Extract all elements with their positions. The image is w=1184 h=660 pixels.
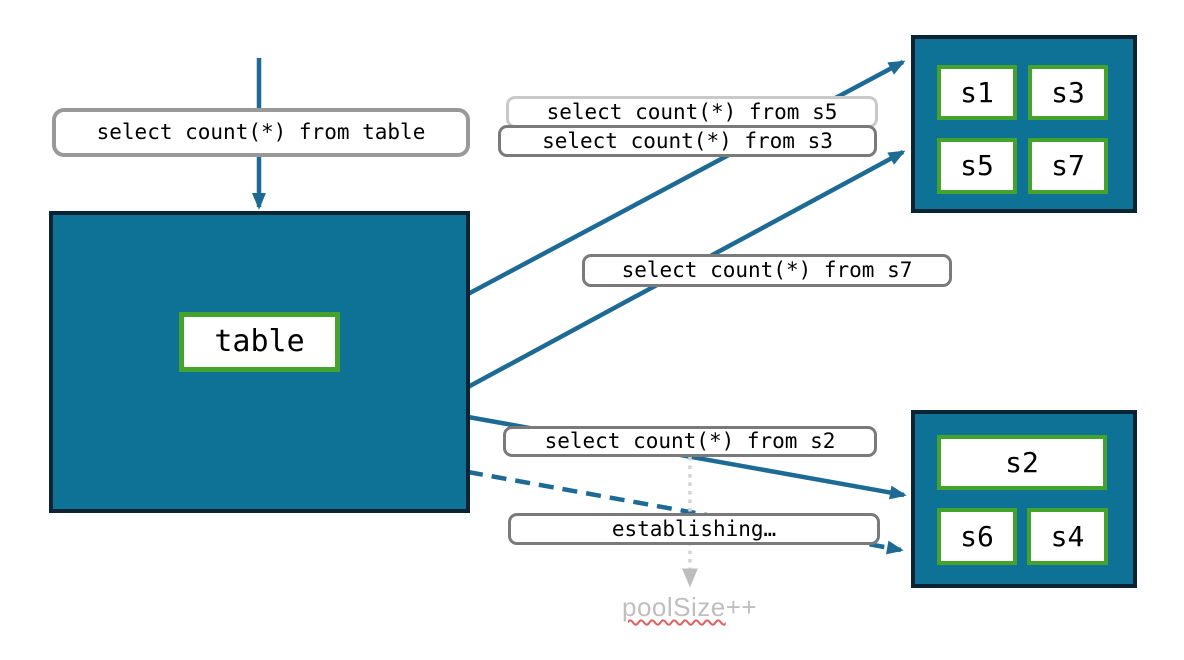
query-label-s5-text: select count(*) from s5: [546, 99, 838, 124]
query-label-s2-text: select count(*) from s2: [544, 429, 836, 453]
query-label-table-text: select count(*) from table: [96, 120, 426, 144]
table-node: table: [49, 211, 470, 513]
shard-s4: s4: [1027, 508, 1108, 565]
status-label-establishing-text: establishing…: [611, 516, 777, 541]
shard-s5: s5: [937, 138, 1017, 194]
shard-s3-label: s3: [1051, 75, 1085, 109]
status-label-establishing: establishing…: [508, 513, 880, 545]
table-node-label: table: [214, 324, 305, 359]
shard-s2: s2: [937, 435, 1107, 490]
shard-s4-label: s4: [1050, 519, 1085, 553]
shard-s6: s6: [937, 508, 1017, 565]
query-label-s7: select count(*) from s7: [582, 254, 952, 287]
query-label-s3-text: select count(*) from s3: [542, 128, 833, 153]
shard-s7: s7: [1028, 138, 1108, 194]
query-label-s2: select count(*) from s2: [503, 426, 877, 457]
query-label-s3: select count(*) from s3: [498, 125, 877, 157]
shard-s1: s1: [937, 65, 1017, 120]
query-label-s7-text: select count(*) from s7: [621, 258, 913, 282]
shard-s6-label: s6: [960, 519, 994, 553]
query-label-s5: select count(*) from s5: [506, 96, 878, 128]
shard-pool-top: s1 s3 s5 s7: [911, 35, 1137, 213]
query-label-table: select count(*) from table: [52, 108, 470, 157]
shard-s1-label: s1: [960, 75, 994, 109]
shard-s2-label: s2: [1005, 445, 1039, 479]
table-node-label-box: table: [179, 312, 340, 372]
poolsize-increment: ++: [725, 592, 758, 622]
shard-s7-label: s7: [1051, 149, 1085, 182]
shard-s3: s3: [1028, 65, 1108, 120]
shard-pool-bottom: s2 s6 s4: [911, 410, 1137, 588]
poolsize-annotation: poolSize++: [622, 592, 757, 623]
shard-s5-label: s5: [960, 149, 994, 182]
poolsize-word: poolSize: [622, 592, 726, 622]
